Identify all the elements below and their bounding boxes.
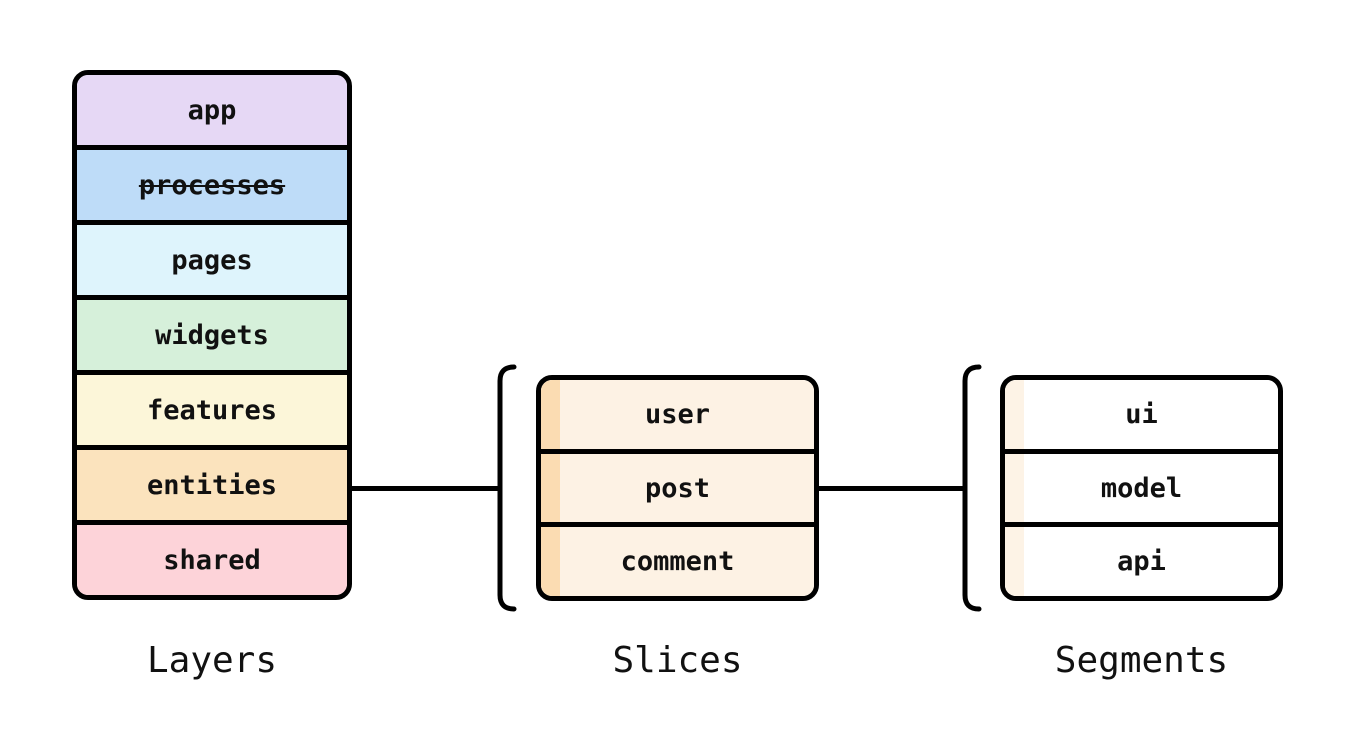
segment-row-model: model <box>1005 448 1278 523</box>
layers-stack: app processes pages widgets features ent… <box>72 70 352 600</box>
segment-row-ui: ui <box>1005 380 1278 449</box>
segment-label-model: model <box>1100 472 1183 504</box>
layer-label-app: app <box>187 94 237 126</box>
connector-slices-to-segments <box>818 486 965 491</box>
layer-row-pages: pages <box>77 220 347 295</box>
layer-row-widgets: widgets <box>77 295 347 370</box>
layer-label-pages: pages <box>171 244 253 276</box>
layer-row-processes: processes <box>77 145 347 220</box>
layer-label-processes: processes <box>138 169 286 201</box>
layer-label-widgets: widgets <box>155 319 269 351</box>
segment-row-api: api <box>1005 522 1278 596</box>
segment-stripe <box>1005 380 1024 449</box>
slice-row-comment: comment <box>541 522 814 596</box>
layer-row-shared: shared <box>77 520 347 595</box>
slice-stripe <box>541 380 560 449</box>
slice-stripe <box>541 527 560 596</box>
slice-stripe <box>541 453 560 523</box>
layer-row-entities: entities <box>77 445 347 520</box>
layer-label-entities: entities <box>146 469 278 501</box>
segment-label-api: api <box>1117 546 1166 578</box>
slices-stack: user post comment <box>536 375 819 601</box>
slice-label-user: user <box>644 398 711 430</box>
slices-caption: Slices <box>612 640 743 681</box>
segments-stack: ui model api <box>1000 375 1283 601</box>
slice-row-post: post <box>541 448 814 523</box>
layer-row-features: features <box>77 370 347 445</box>
segments-caption: Segments <box>1054 640 1229 681</box>
slice-row-user: user <box>541 380 814 449</box>
layer-label-shared: shared <box>163 544 261 576</box>
slice-label-comment: comment <box>620 546 735 578</box>
segment-stripe <box>1005 453 1024 523</box>
layer-row-app: app <box>77 75 347 145</box>
layers-caption: Layers <box>146 640 278 681</box>
slices-group-bracket-icon <box>497 364 517 612</box>
segment-stripe <box>1005 527 1024 596</box>
segment-label-ui: ui <box>1125 398 1158 430</box>
connector-layers-to-slices <box>352 486 500 491</box>
slice-label-post: post <box>644 472 711 504</box>
segments-group-bracket-icon <box>962 364 982 612</box>
layer-label-features: features <box>146 394 278 426</box>
